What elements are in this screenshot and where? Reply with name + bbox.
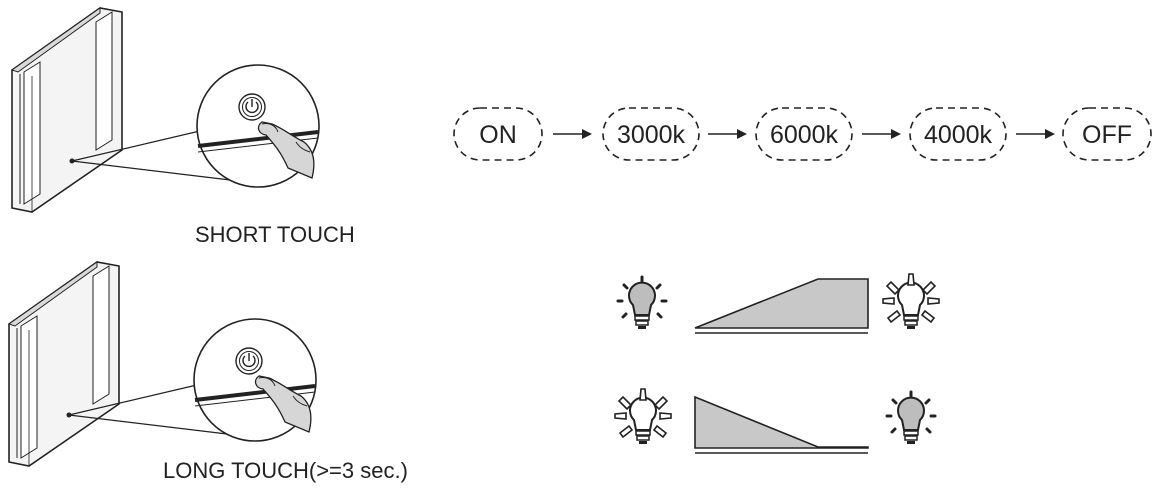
sequence-step: 3000k [602,107,700,161]
dim-row [614,388,937,454]
sequence-step: OFF [1062,107,1152,161]
mirror-panel [8,261,120,467]
mirror-panel [11,7,123,213]
long-touch-illustration [8,261,318,467]
sequence-step-label: OFF [1082,121,1132,149]
bright-bulb-icon [882,273,940,330]
arrow-right-icon [708,129,747,139]
long-touch-caption: LONG TOUCH(>=3 sec.) [163,458,408,483]
short-touch-illustration [11,7,321,213]
brightness-ramp-down [694,395,869,454]
bright-bulb-icon [614,388,672,445]
arrow-right-icon [862,129,901,139]
brightness-ramp-up [694,278,869,334]
sequence-step-label: 4000k [924,121,993,149]
sequence-step: ON [453,107,543,161]
brighten-row [616,273,940,334]
sequence-step-label: 6000k [770,121,839,149]
sequence-step: 6000k [755,107,853,161]
dim-bulb-icon [885,390,937,446]
sequence-flow: ON 3000k 6000k 4000k [453,107,1152,161]
short-touch-caption: SHORT TOUCH [195,222,355,247]
arrow-right-icon [553,129,592,139]
sequence-step-label: 3000k [617,121,686,149]
sequence-step: 4000k [909,107,1007,161]
sequence-step-label: ON [479,121,517,149]
dim-bulb-icon [616,275,668,331]
arrow-right-icon [1016,129,1055,139]
